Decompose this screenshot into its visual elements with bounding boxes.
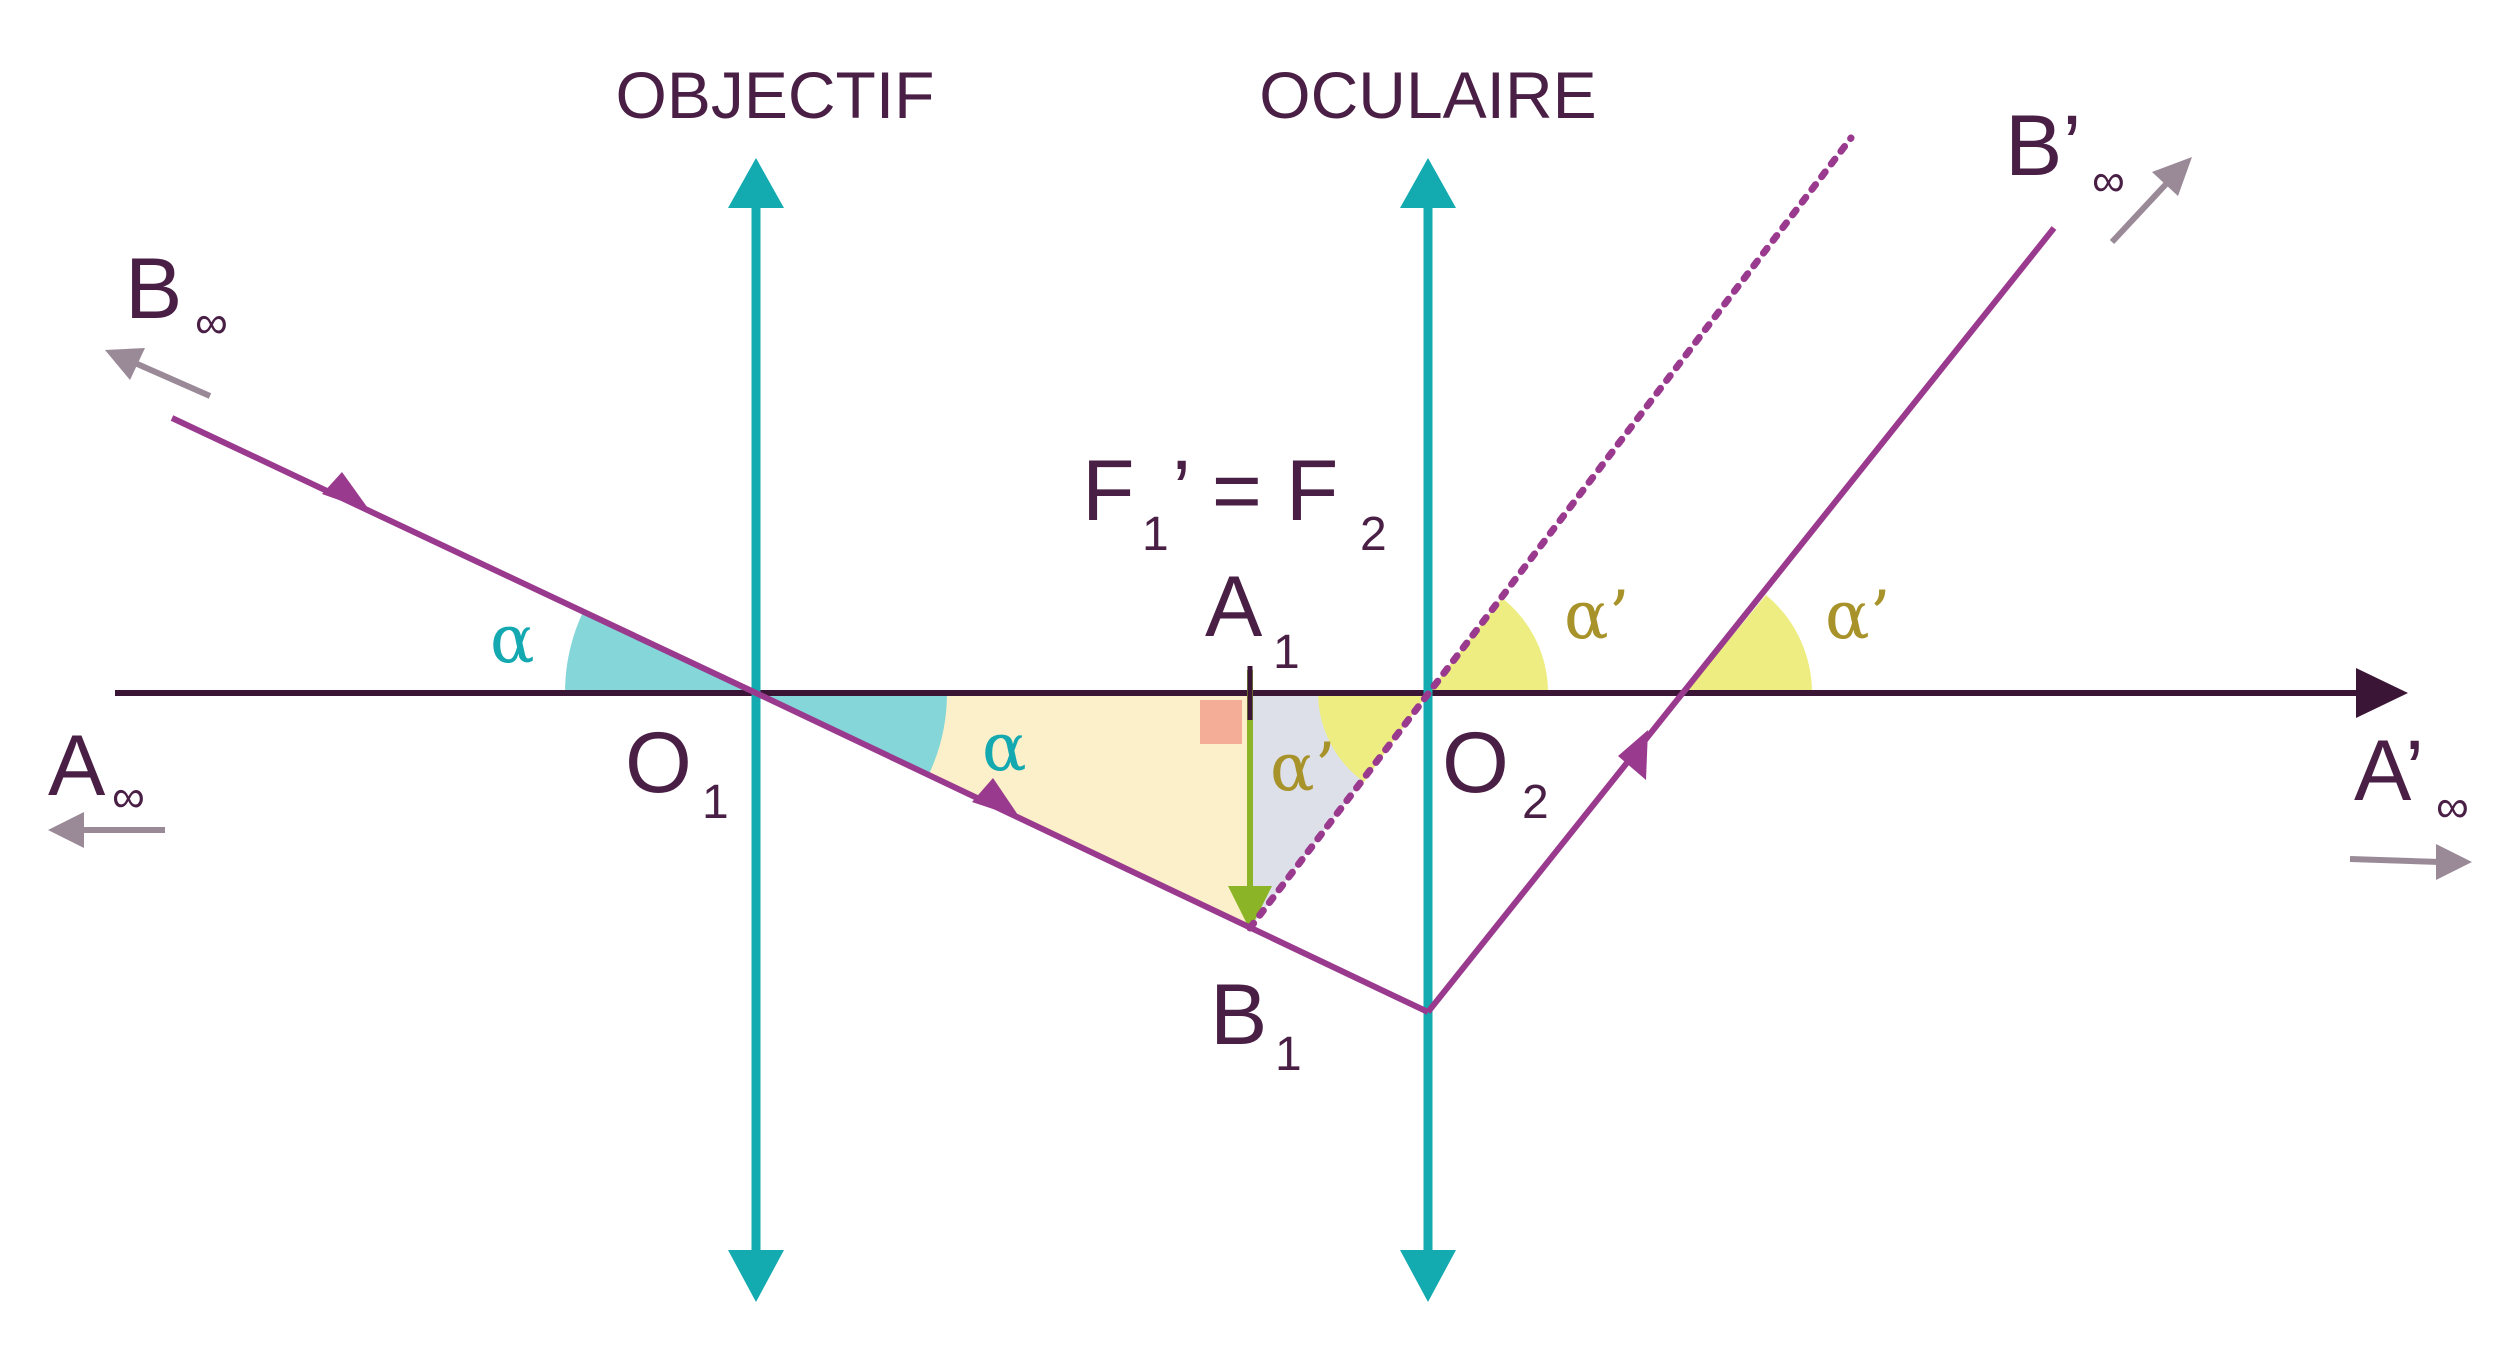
b-inf-direction-arrow (133, 360, 212, 399)
svg-text:A: A (48, 718, 106, 814)
b-prime-inf-direction-arrowhead (2152, 157, 2192, 196)
alpha-label-right: α (982, 709, 1027, 786)
svg-text:B: B (125, 241, 182, 337)
alpha-prime-angle-b1 (1318, 693, 1428, 782)
alpha-prime-angle-o2 (1428, 598, 1549, 693)
a-prime-inf-direction-arrow (2349, 856, 2441, 865)
b-inf-label: B ∞ (125, 241, 228, 348)
alpha-prime-angle-axis (1685, 595, 1812, 693)
a-prime-inf-direction-arrowhead (2436, 844, 2472, 880)
a1-label: A 1 (1205, 559, 1300, 679)
alpha-prime-label-axis: α’ (1825, 577, 1891, 654)
b-inf-direction-arrowhead (105, 348, 145, 380)
svg-text:1: 1 (1142, 508, 1169, 561)
a-prime-inf-label: A’ ∞ (2354, 723, 2469, 832)
emergent-ray (1425, 226, 2057, 1014)
b1-label: B 1 (1210, 967, 1302, 1081)
objectif-label: OBJECTIF (615, 58, 934, 132)
right-angle-marker (1200, 700, 1242, 744)
svg-text:∞: ∞ (195, 296, 228, 348)
construction-ray-dotted (1246, 134, 1855, 932)
alpha-label-left: α (490, 601, 535, 678)
svg-text:F: F (1082, 443, 1135, 539)
eyepiece-lens-bottom-arrow (1400, 1250, 1456, 1302)
eyepiece-lens-top-arrow (1400, 158, 1456, 208)
incident-ray-arrowhead-2 (972, 778, 1020, 818)
svg-text:1: 1 (702, 776, 729, 829)
emergent-ray-arrowhead (1618, 730, 1648, 780)
svg-text:∞: ∞ (2436, 780, 2469, 832)
o2-label: O 2 (1442, 715, 1549, 829)
intermediate-image-arrowhead (1228, 886, 1272, 930)
alpha-prime-label-o2: α’ (1564, 577, 1630, 654)
o1-label: O 1 (625, 715, 729, 829)
svg-text:’ = F: ’ = F (1172, 443, 1338, 539)
svg-text:2: 2 (1360, 508, 1387, 561)
incident-ray-arrowhead-1 (322, 472, 370, 511)
svg-text:B’: B’ (2005, 98, 2081, 194)
svg-text:A: A (1205, 559, 1263, 655)
svg-text:1: 1 (1275, 1028, 1302, 1081)
svg-text:B: B (1210, 967, 1267, 1063)
svg-text:∞: ∞ (112, 770, 145, 822)
a-inf-direction-arrowhead (48, 812, 84, 848)
svg-text:O: O (1442, 715, 1509, 811)
svg-text:1: 1 (1273, 626, 1300, 679)
b-prime-inf-label: B’ ∞ (2005, 98, 2125, 206)
svg-text:2: 2 (1522, 776, 1549, 829)
optical-axis-arrowhead (2356, 668, 2408, 718)
alpha-prime-label-b1: α’ (1270, 729, 1336, 806)
oculaire-label: OCULAIRE (1259, 58, 1596, 132)
focal-point-label: F 1 ’ = F 2 (1082, 443, 1387, 561)
a-inf-label: A ∞ (48, 718, 145, 822)
svg-text:∞: ∞ (2092, 154, 2125, 206)
b-prime-inf-direction-arrow (2109, 179, 2171, 245)
objective-lens-top-arrow (728, 158, 784, 208)
svg-text:A’: A’ (2354, 723, 2424, 819)
objective-lens-bottom-arrow (728, 1250, 784, 1302)
svg-text:O: O (625, 715, 692, 811)
